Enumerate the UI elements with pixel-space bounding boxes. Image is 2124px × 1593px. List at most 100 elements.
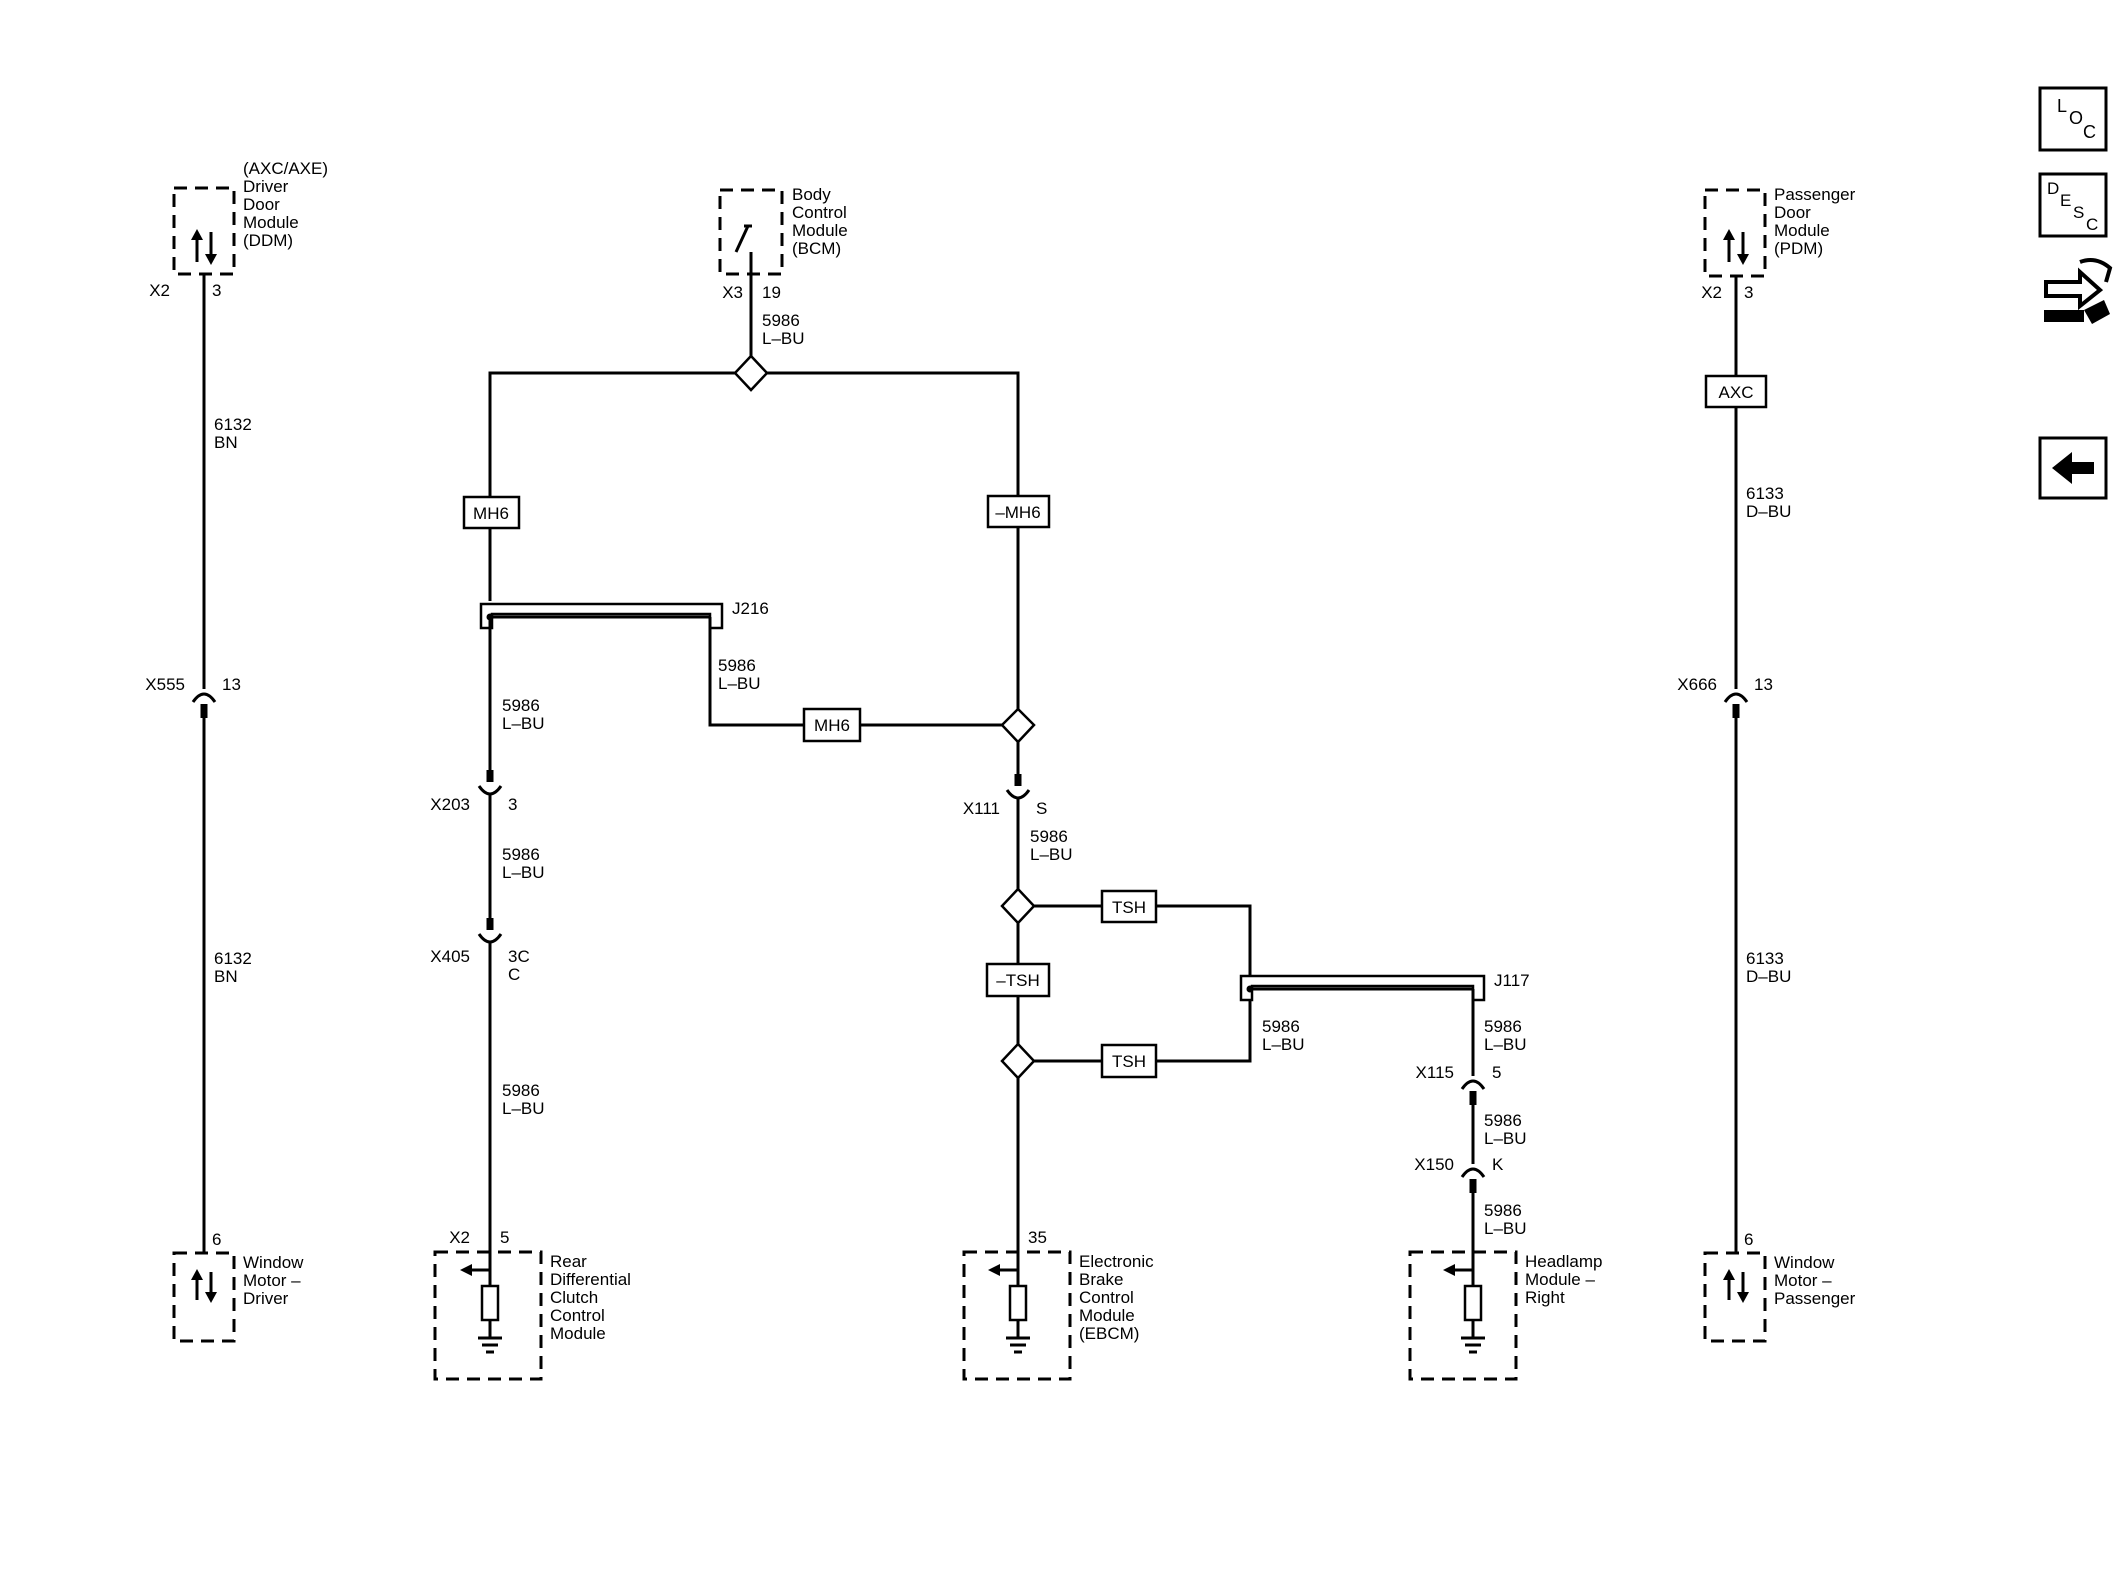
x666-pin: 13	[1754, 675, 1773, 694]
ebcm-label-3: Control	[1079, 1288, 1134, 1307]
connector-end-view-icon[interactable]	[2044, 258, 2113, 324]
wire-6132-upper-color: BN	[214, 433, 238, 452]
wire-5986-left-1-circuit: 5986	[502, 696, 540, 715]
bidirectional-arrows-icon	[1723, 229, 1749, 265]
wire-5986-j117b-circuit: 5986	[1484, 1017, 1522, 1036]
rdccm-pin: 5	[500, 1228, 509, 1247]
wire-5986-x115-color: L–BU	[1484, 1129, 1527, 1148]
option-mh6-left	[462, 495, 521, 530]
ddm-label-4: Module	[243, 213, 299, 232]
x203-pin: 3	[508, 795, 517, 814]
driver-door-module: (AXC/AXE) Driver Door Module (DDM) X2 3	[149, 159, 328, 300]
hlm-label-3: Right	[1525, 1288, 1565, 1307]
rear-differential-clutch-control-module: X2 5 Rear Differential Clutch Control Mo…	[433, 1228, 631, 1381]
connector-x203: X203 3	[430, 770, 517, 814]
x111-name: X111	[963, 799, 1000, 818]
bcm-label-1: Body	[792, 185, 831, 204]
resistor-ground-icon	[478, 1252, 502, 1354]
ddm-label-3: Door	[243, 195, 280, 214]
resistor-ground-icon	[1006, 1252, 1030, 1354]
ddm-connector: X2	[149, 281, 170, 300]
x111-pin: S	[1036, 799, 1047, 818]
wmd-label-1: Window	[243, 1253, 304, 1272]
option-tsh-top-label: TSH	[1112, 898, 1146, 917]
pdm-pin: 3	[1744, 283, 1753, 302]
wire-5986-j216	[708, 617, 804, 727]
wmp-pin: 6	[1744, 1230, 1753, 1249]
wmp-label-1: Window	[1774, 1253, 1835, 1272]
wire-6132-lower-color: BN	[214, 967, 238, 986]
wire-5986-j117a-circuit: 5986	[1262, 1017, 1300, 1036]
wire-5986-j117b-color: L–BU	[1484, 1035, 1527, 1054]
wire-tsh-bottom-to-j117	[1156, 988, 1252, 1063]
splice-bcm	[733, 354, 769, 392]
wire-bus-right	[767, 371, 1020, 496]
bidirectional-arrows-icon	[1723, 1269, 1749, 1303]
wire-tsh-top-to-j117	[1156, 904, 1252, 976]
headlamp-module-right: Headlamp Module – Right	[1408, 1250, 1603, 1381]
bidirectional-arrows-icon	[191, 1269, 217, 1303]
wire-5986-left-3-color: L–BU	[502, 1099, 545, 1118]
ddm-label-5: (DDM)	[243, 231, 293, 250]
connector-x555: X555 13	[145, 675, 241, 718]
connector-x150: X150 K	[1414, 1155, 1504, 1193]
window-motor-passenger: 6 Window Motor – Passenger	[1703, 1230, 1856, 1343]
rdccm-connector: X2	[449, 1228, 470, 1247]
hlm-label-2: Module –	[1525, 1270, 1595, 1289]
wire-5986-j117a-color: L–BU	[1262, 1035, 1305, 1054]
splice-tsh-upper	[1000, 887, 1036, 925]
wmd-pin: 6	[212, 1230, 221, 1249]
option-tsh-bottom	[1100, 1043, 1158, 1079]
pdm-label-3: Module	[1774, 221, 1830, 240]
body-control-module: Body Control Module (BCM) X3 19	[718, 185, 848, 302]
electronic-brake-control-module: 35 Electronic Brake Control Module (EBCM…	[962, 1228, 1154, 1381]
back-arrow-button[interactable]	[2038, 436, 2108, 500]
bcm-pin: 19	[762, 283, 781, 302]
resistor-ground-icon	[1461, 1252, 1485, 1354]
loc-button[interactable]: L O C	[2038, 86, 2108, 152]
x150-name: X150	[1414, 1155, 1454, 1174]
bidirectional-arrows-icon	[191, 229, 217, 265]
input-arrow-icon	[1443, 1264, 1473, 1276]
x555-name: X555	[145, 675, 185, 694]
wire-5986-left-3-circuit: 5986	[502, 1081, 540, 1100]
desc-letter-d: D	[2047, 179, 2059, 198]
x203-name: X203	[430, 795, 470, 814]
input-arrow-icon	[988, 1264, 1018, 1276]
x150-pin: K	[1492, 1155, 1504, 1174]
wmp-label-3: Passenger	[1774, 1289, 1856, 1308]
rdccm-label-4: Control	[550, 1306, 605, 1325]
desc-button[interactable]: D E S C	[2038, 172, 2108, 238]
option-not-tsh	[985, 962, 1051, 998]
connector-x115: X115 5	[1416, 1063, 1501, 1105]
wire-5986-left-1-color: L–BU	[502, 714, 545, 733]
x666-name: X666	[1677, 675, 1717, 694]
window-motor-driver: 6 Window Motor – Driver	[172, 1230, 304, 1343]
input-arrow-icon	[460, 1264, 490, 1276]
connector-x666: X666 13	[1677, 675, 1773, 718]
rdccm-label-5: Module	[550, 1324, 606, 1343]
x115-name: X115	[1416, 1063, 1454, 1082]
connector-x111: X111 S	[963, 774, 1047, 818]
pdm-label-2: Door	[1774, 203, 1811, 222]
wire-5986-j216-color: L–BU	[718, 674, 761, 693]
pdm-connector: X2	[1701, 283, 1722, 302]
wire-bus-left	[488, 371, 735, 497]
switch-icon	[734, 224, 753, 274]
j117-label: J117	[1494, 971, 1530, 990]
splice-ebcm-upper	[1000, 707, 1036, 744]
splice-tsh-lower	[1000, 1042, 1036, 1080]
ddm-pin: 3	[212, 281, 221, 300]
wire-5986-x111-circuit: 5986	[1030, 827, 1068, 846]
option-tsh-bottom-label: TSH	[1112, 1052, 1146, 1071]
option-not-tsh-label: –TSH	[996, 971, 1039, 990]
splice-pack-j216: J216	[479, 599, 769, 630]
bcm-label-3: Module	[792, 221, 848, 240]
option-axc-label: AXC	[1719, 383, 1754, 402]
passenger-door-module: Passenger Door Module (PDM) X2 3	[1701, 185, 1855, 302]
ddm-label-1: (AXC/AXE)	[243, 159, 328, 178]
x555-pin: 13	[222, 675, 241, 694]
ebcm-label-4: Module	[1079, 1306, 1135, 1325]
wmp-label-2: Motor –	[1774, 1271, 1832, 1290]
desc-letter-c: C	[2086, 215, 2098, 234]
